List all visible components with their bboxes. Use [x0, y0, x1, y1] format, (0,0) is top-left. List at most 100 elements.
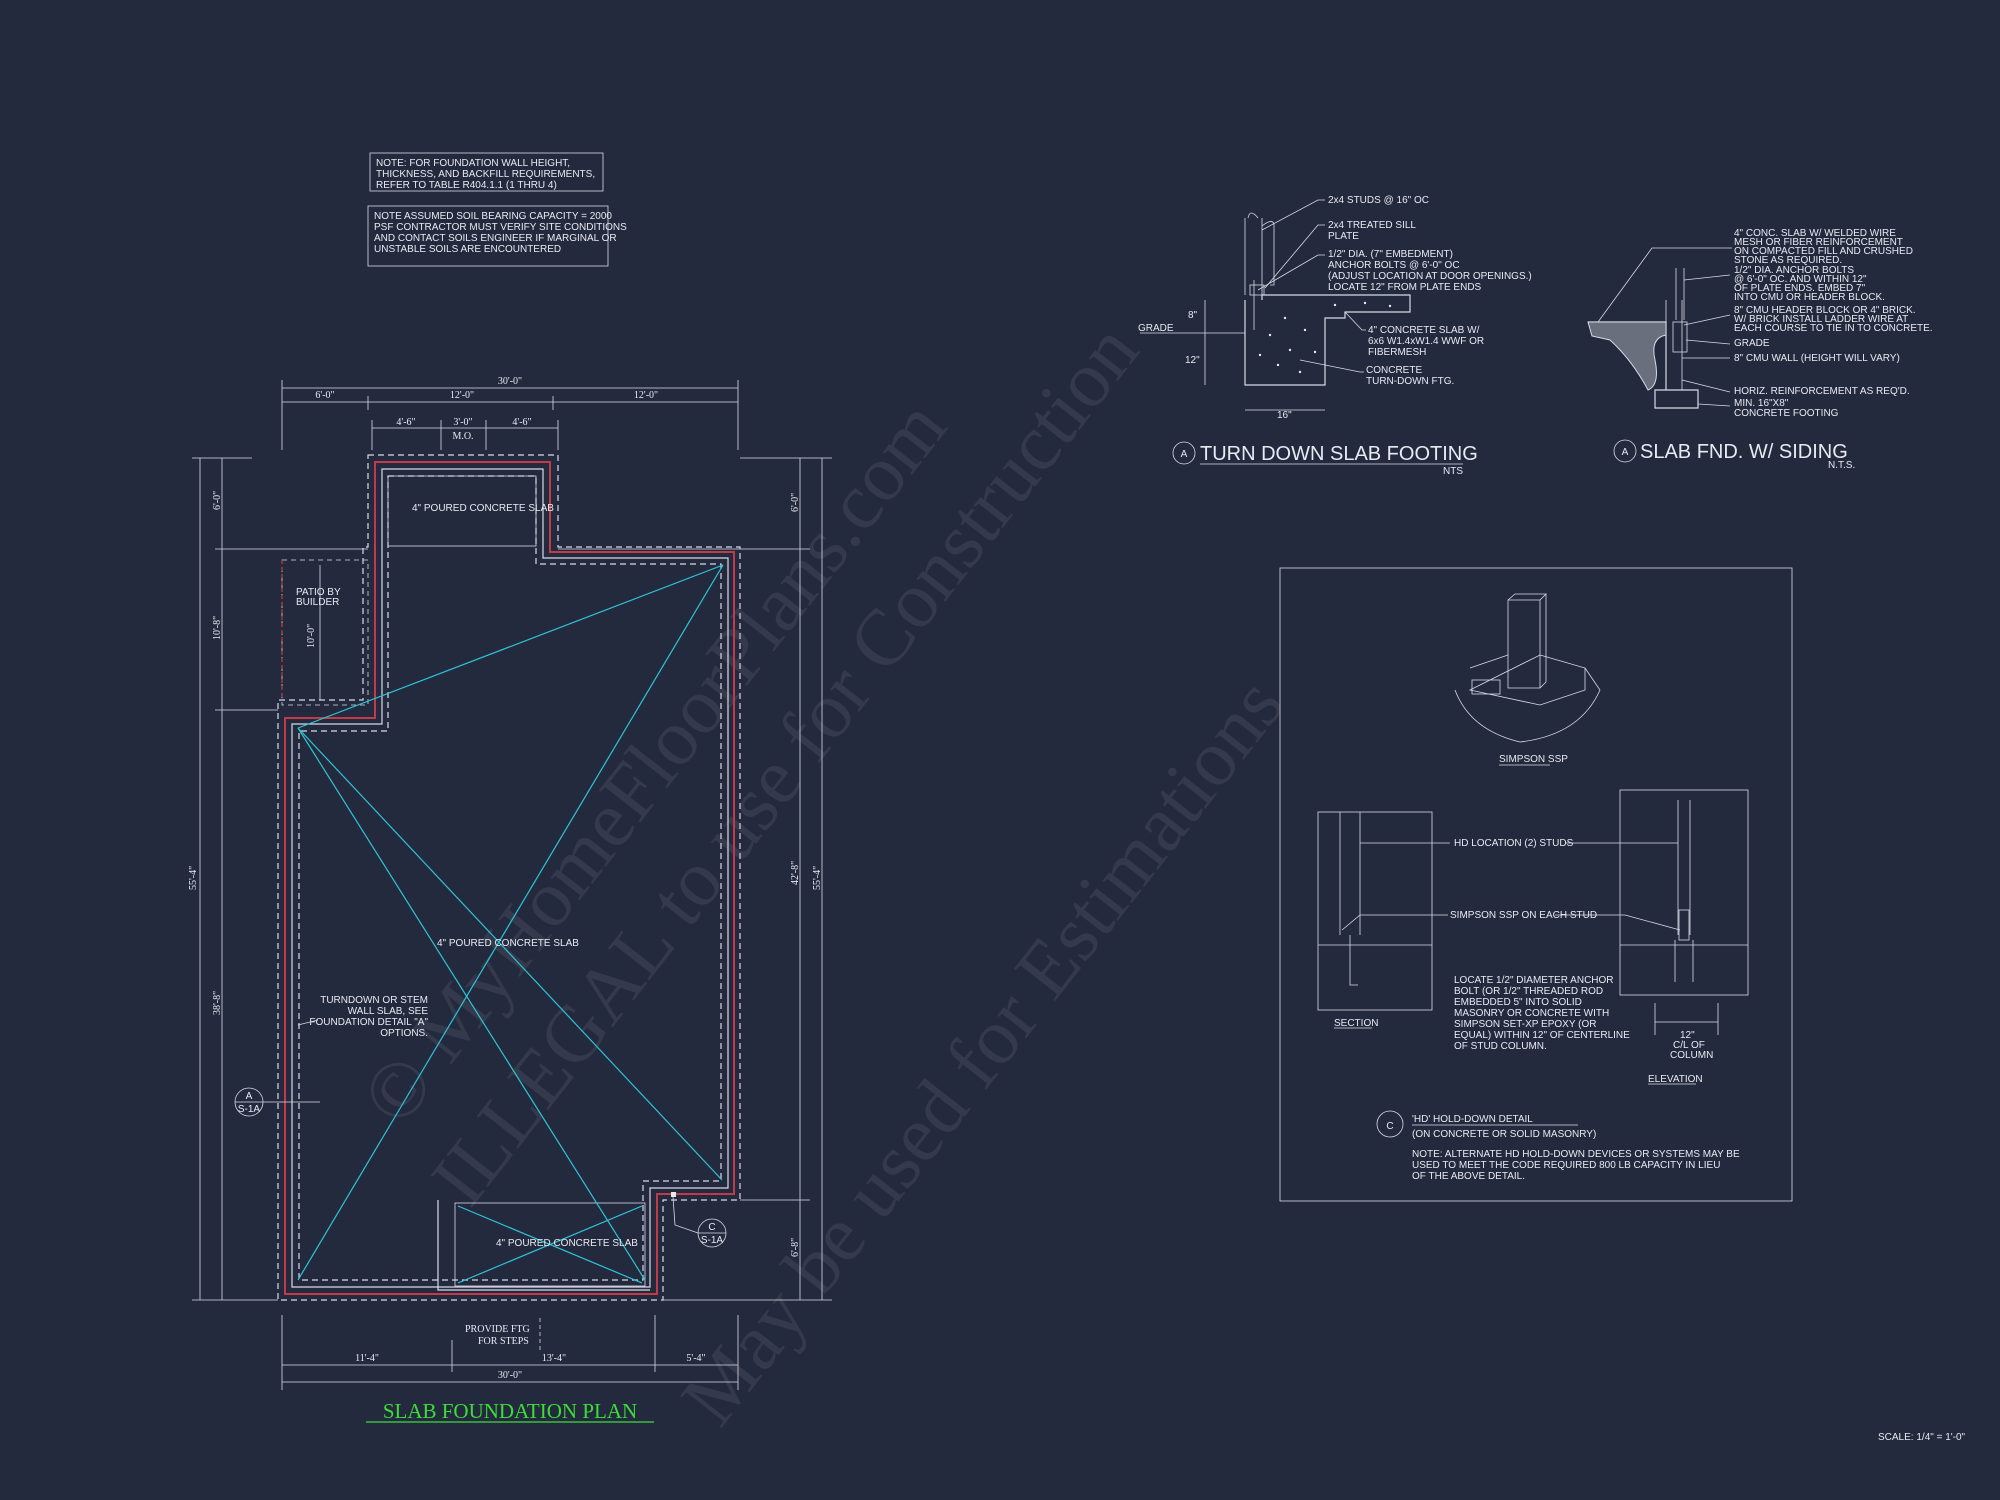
slab-label-main: 4" POURED CONCRETE SLAB	[437, 938, 579, 949]
svg-text:NOTE: ALTERNATE HD HOLD-DOWN D: NOTE: ALTERNATE HD HOLD-DOWN DEVICES OR …	[1412, 1149, 1740, 1160]
svg-text:13'-4": 13'-4"	[542, 1353, 566, 1364]
note-1-line: THICKNESS, AND BACKFILL REQUIREMENTS,	[376, 169, 595, 180]
slab-label-bottom: 4" POURED CONCRETE SLAB	[496, 1238, 638, 1249]
note-1-line: NOTE: FOR FOUNDATION WALL HEIGHT,	[376, 158, 570, 169]
svg-text:ANCHOR BOLTS @ 6'-0" OC: ANCHOR BOLTS @ 6'-0" OC	[1328, 260, 1460, 271]
detail-tag: A	[1181, 449, 1188, 460]
svg-text:30'-0": 30'-0"	[498, 376, 522, 387]
svg-text:6'-0": 6'-0"	[790, 493, 801, 512]
note-2-line: UNSTABLE SOILS ARE ENCOUNTERED	[374, 244, 561, 255]
svg-text:FOR STEPS: FOR STEPS	[478, 1336, 529, 1347]
svg-text:S-1A: S-1A	[238, 1104, 261, 1115]
svg-text:OF THE ABOVE DETAIL.: OF THE ABOVE DETAIL.	[1412, 1171, 1525, 1182]
svg-text:LOCATE 12" FROM PLATE ENDS: LOCATE 12" FROM PLATE ENDS	[1328, 282, 1482, 293]
detail-slab-fnd-with-siding: 4" CONC. SLAB W/ WELDED WIRE MESH OR FIB…	[1587, 228, 1933, 471]
svg-text:EMBEDDED 5" INTO SOLID: EMBEDDED 5" INTO SOLID	[1454, 997, 1582, 1008]
svg-text:5'-4": 5'-4"	[686, 1353, 705, 1364]
patio-dim: 10'-0"	[306, 624, 317, 648]
svg-text:2x4 STUDS @ 16" OC: 2x4 STUDS @ 16" OC	[1328, 195, 1429, 206]
bottom-dimensions: 11'-4" 13'-4" 5'-4" 30'-0"	[281, 1315, 739, 1390]
note-2-line: AND CONTACT SOILS ENGINEER IF MARGINAL O…	[374, 233, 617, 244]
svg-text:6'-8": 6'-8"	[790, 1238, 801, 1257]
svg-text:W/ BRICK INSTALL LADDER WIRE A: W/ BRICK INSTALL LADDER WIRE AT	[1734, 314, 1908, 325]
note-2-line: NOTE ASSUMED SOIL BEARING CAPACITY = 200…	[374, 211, 612, 222]
svg-text:16": 16"	[1277, 410, 1292, 421]
svg-text:38'-8": 38'-8"	[212, 991, 223, 1015]
svg-text:8" CMU HEADER BLOCK OR 4" BRIC: 8" CMU HEADER BLOCK OR 4" BRICK.	[1734, 305, 1916, 316]
svg-text:8" CMU WALL (HEIGHT WILL VARY): 8" CMU WALL (HEIGHT WILL VARY)	[1734, 353, 1900, 364]
svg-text:PROVIDE FTG: PROVIDE FTG	[465, 1324, 530, 1335]
svg-text:55'-4": 55'-4"	[812, 866, 823, 890]
svg-text:M.O.: M.O.	[452, 431, 473, 442]
svg-text:FIBERMESH: FIBERMESH	[1368, 347, 1426, 358]
svg-text:42'-8": 42'-8"	[790, 861, 801, 885]
svg-text:OF PLATE ENDS. EMBED 7": OF PLATE ENDS. EMBED 7"	[1734, 283, 1866, 294]
svg-text:4" CONC. SLAB W/ WELDED WIRE: 4" CONC. SLAB W/ WELDED WIRE	[1734, 228, 1896, 239]
note-2-line: PSF CONTRACTOR MUST VERIFY SITE CONDITIO…	[374, 222, 627, 233]
svg-text:8": 8"	[1188, 310, 1198, 321]
simpson-ssp-label: SIMPSON SSP	[1499, 754, 1568, 765]
foundation-plan: 4" POURED CONCRETE SLAB 4" POURED CONCRE…	[188, 376, 832, 1423]
svg-text:ON COMPACTED FILL AND CRUSHED: ON COMPACTED FILL AND CRUSHED	[1734, 246, 1913, 257]
svg-text:1/2" DIA. (7" EMBEDMENT): 1/2" DIA. (7" EMBEDMENT)	[1328, 249, 1453, 260]
svg-text:PLATE: PLATE	[1328, 231, 1359, 242]
svg-text:EQUAL) WITHIN 12" OF CENTERLIN: EQUAL) WITHIN 12" OF CENTERLINE	[1454, 1030, 1630, 1041]
detail-title: SLAB FND. W/ SIDING	[1640, 441, 1848, 463]
svg-text:11'-4": 11'-4"	[355, 1353, 379, 1364]
svg-text:C: C	[708, 1222, 715, 1233]
patio-label: BUILDER	[296, 597, 339, 608]
detail-title: TURN DOWN SLAB FOOTING	[1200, 443, 1478, 465]
steps-note: PROVIDE FTG FOR STEPS	[465, 1318, 541, 1350]
svg-text:SIMPSON SSP ON EACH STUD: SIMPSON SSP ON EACH STUD	[1450, 910, 1597, 921]
detail-tag: C	[1386, 1121, 1393, 1132]
svg-text:@ 6'-0" OC. AND WITHIN 12": @ 6'-0" OC. AND WITHIN 12"	[1734, 274, 1867, 285]
svg-text:(ON CONCRETE OR SOLID MASONRY): (ON CONCRETE OR SOLID MASONRY)	[1412, 1129, 1596, 1140]
watermark-line-2: ILLEGAL to use for Construction	[415, 308, 1156, 1221]
top-dimensions: 30'-0" 6'-0" 12'-0" 12'-0" 4'-6" 3'-0" 4…	[281, 376, 739, 450]
svg-text:STONE AS REQUIRED.: STONE AS REQUIRED.	[1734, 255, 1842, 266]
section-tag-a[interactable]: A S-1A	[234, 1087, 320, 1117]
svg-text:A: A	[246, 1091, 253, 1102]
svg-text:WALL SLAB, SEE: WALL SLAB, SEE	[348, 1006, 429, 1017]
svg-text:2x4 TREATED SILL: 2x4 TREATED SILL	[1328, 220, 1416, 231]
svg-text:OF STUD COLUMN.: OF STUD COLUMN.	[1454, 1041, 1547, 1052]
svg-text:12": 12"	[1680, 1030, 1695, 1041]
plan-title: SLAB FOUNDATION PLAN	[383, 1399, 637, 1423]
svg-text:BOLT (OR 1/2" THREADED ROD: BOLT (OR 1/2" THREADED ROD	[1454, 986, 1603, 997]
svg-text:30'-0": 30'-0"	[498, 1370, 522, 1381]
right-dimensions: 6'-0" 42'-8" 6'-8" 55'-4"	[558, 457, 832, 1301]
svg-text:USED TO MEET THE CODE REQUIRED: USED TO MEET THE CODE REQUIRED 800 LB CA…	[1412, 1160, 1720, 1171]
svg-text:EACH COURSE TO TIE IN TO CONCR: EACH COURSE TO TIE IN TO CONCRETE.	[1734, 323, 1933, 334]
section-tag-c[interactable]: C S-1A	[671, 1192, 727, 1248]
svg-text:10'-8": 10'-8"	[212, 616, 223, 640]
svg-text:3'-0": 3'-0"	[453, 417, 472, 428]
svg-text:6'-0": 6'-0"	[212, 491, 223, 510]
anchor-note: LOCATE 1/2" DIAMETER ANCHOR BOLT (OR 1/2…	[1454, 975, 1630, 1052]
svg-text:SIMPSON SET-XP EPOXY (OR: SIMPSON SET-XP EPOXY (OR	[1454, 1019, 1596, 1030]
svg-text:(ADJUST LOCATION AT DOOR OPENI: (ADJUST LOCATION AT DOOR OPENINGS.)	[1328, 271, 1532, 282]
detail-turn-down-slab-footing: GRADE 8" 12" 16" 2x4 STUDS @ 16" OC 2x4 …	[1138, 195, 1532, 477]
svg-text:NTS: NTS	[1443, 466, 1463, 477]
patio-label: PATIO BY	[296, 587, 341, 598]
detail-tag: A	[1622, 447, 1629, 458]
svg-text:FOUNDATION DETAIL "A": FOUNDATION DETAIL "A"	[309, 1017, 428, 1028]
svg-text:MASONRY OR CONCRETE WITH: MASONRY OR CONCRETE WITH	[1454, 1008, 1609, 1019]
svg-text:C/L OF: C/L OF	[1673, 1040, 1705, 1051]
svg-text:4" CONCRETE SLAB W/: 4" CONCRETE SLAB W/	[1368, 325, 1480, 336]
slab-label-top: 4" POURED CONCRETE SLAB	[412, 503, 554, 514]
svg-text:4'-6": 4'-6"	[396, 417, 415, 428]
left-dimensions: 6'-0" 10'-8" 38'-8" 55'-4"	[188, 457, 368, 1301]
svg-text:4'-6": 4'-6"	[512, 417, 531, 428]
svg-text:MESH OR FIBER REINFORCEMENT: MESH OR FIBER REINFORCEMENT	[1734, 237, 1903, 248]
svg-text:12'-0": 12'-0"	[450, 390, 474, 401]
svg-text:LOCATE 1/2" DIAMETER ANCHOR: LOCATE 1/2" DIAMETER ANCHOR	[1454, 975, 1614, 986]
elevation-label: ELEVATION	[1648, 1074, 1703, 1085]
svg-text:CONCRETE FOOTING: CONCRETE FOOTING	[1734, 408, 1839, 419]
svg-text:6x6 W1.4xW1.4 WWF OR: 6x6 W1.4xW1.4 WWF OR	[1368, 336, 1484, 347]
svg-text:COLUMN: COLUMN	[1670, 1050, 1713, 1061]
grade-label: GRADE	[1138, 323, 1174, 334]
svg-text:TURN-DOWN FTG.: TURN-DOWN FTG.	[1366, 376, 1454, 387]
detail-hd-hold-down: SIMPSON SSP SECTION 12" C/L OF COLUMN EL…	[1279, 567, 1793, 1202]
